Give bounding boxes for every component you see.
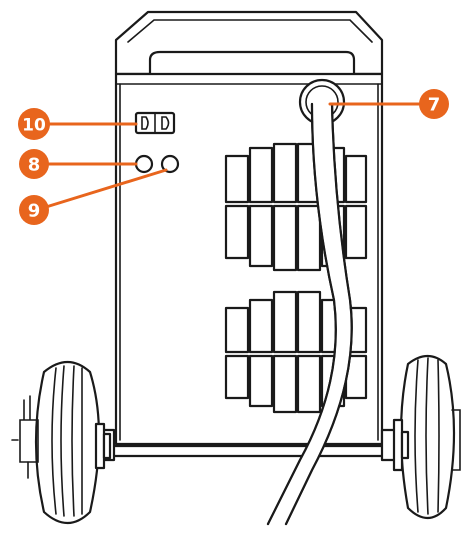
callout-9-badge <box>19 195 49 225</box>
callout-7: 7 <box>328 89 449 119</box>
power-cable <box>266 78 353 526</box>
callout-10-label: 10 <box>22 116 46 136</box>
callout-8-label: 8 <box>28 155 41 176</box>
callout-10: 10 <box>18 108 138 140</box>
callout-10-badge <box>18 108 50 140</box>
upper-vent-grille <box>224 142 368 272</box>
right-wheel <box>392 354 461 520</box>
switch-plug-panel <box>134 111 176 135</box>
callout-9: 9 <box>19 168 168 225</box>
callout-7-label: 7 <box>428 95 441 116</box>
lower-vent-grille <box>224 290 368 414</box>
callout-8: 8 <box>19 149 138 179</box>
right-round-socket <box>160 154 180 174</box>
callout-8-badge <box>19 149 49 179</box>
callout-9-leader <box>44 168 168 209</box>
left-round-socket <box>134 154 154 174</box>
carry-handle <box>114 10 384 76</box>
left-wheel <box>11 360 112 525</box>
callout-7-badge <box>419 89 449 119</box>
callout-9-label: 9 <box>28 201 41 222</box>
